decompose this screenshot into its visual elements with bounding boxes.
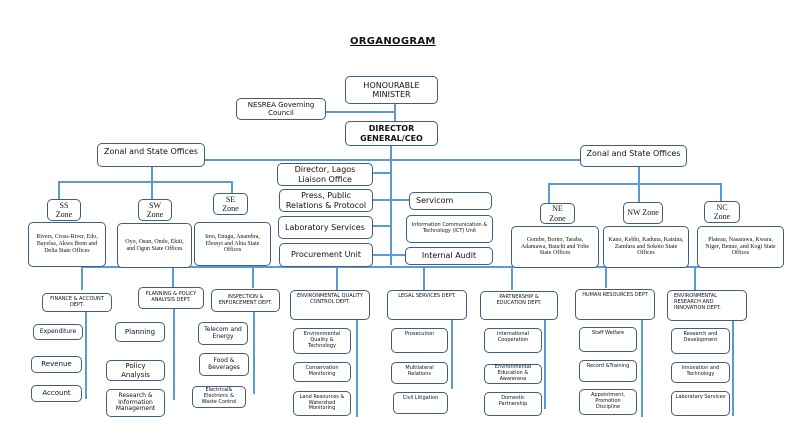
laboratory-services-box: Laboratory Services bbox=[278, 216, 373, 239]
unit-staff-welfare: Staff Welfare bbox=[579, 327, 637, 352]
zone-se: SE Zone bbox=[213, 193, 248, 215]
connector-line bbox=[694, 266, 696, 290]
connector-line bbox=[641, 319, 643, 417]
unit-telecom-energy: Telecom and Energy bbox=[198, 322, 248, 345]
dept-human-resources: HUMAN RESOURCES DEPT bbox=[575, 289, 655, 320]
connector-line bbox=[638, 166, 640, 183]
internal-audit-box: Internal Audit bbox=[405, 247, 493, 265]
zone-nw-states: Kano, Kebbi, Kaduna, Katsina, Zamfara an… bbox=[603, 226, 689, 268]
connector-line bbox=[85, 311, 87, 399]
unit-multilateral: Multilateral Relations bbox=[391, 362, 448, 384]
connector-line bbox=[151, 166, 153, 183]
zone-ne-states: Gombe, Borno, Taraba, Adamawa, Bauchi an… bbox=[511, 226, 599, 268]
connector-line bbox=[605, 266, 607, 288]
connector-line bbox=[173, 308, 175, 400]
zone-ss: SS Zone bbox=[47, 199, 81, 221]
connector-line bbox=[511, 266, 513, 290]
connector-line bbox=[423, 266, 425, 290]
connector-line bbox=[373, 199, 409, 201]
connector-line bbox=[81, 266, 719, 268]
dept-legal: LEGAL SERVICES DEPT. bbox=[387, 290, 467, 320]
page-title: ORGANOGRAM bbox=[350, 36, 436, 47]
connector-line bbox=[390, 145, 392, 265]
connector-line bbox=[373, 225, 391, 227]
unit-policy-analysis: Policy Analysis bbox=[106, 360, 165, 381]
unit-planning: Planning bbox=[115, 322, 165, 342]
zonal-offices-right: Zonal and State Offices bbox=[580, 145, 687, 167]
unit-env-quality-tech: Environmental Quality & Technology bbox=[293, 328, 351, 354]
unit-electrical-waste: Electrical& Electronic & Waste Control bbox=[192, 386, 246, 408]
zone-sw-states: Oyo, Osun, Ondo, Ekiti, and Ogun State O… bbox=[117, 223, 192, 268]
dept-environmental-research: ENVIRONMENTAL RESEARCH AND INNOVATION DE… bbox=[667, 290, 747, 321]
zone-nc-states: Plateau, Nasarawa, Kwara, Niger, Benue, … bbox=[697, 226, 784, 268]
unit-prosecution: Prosecution bbox=[391, 328, 448, 353]
unit-appointment-promotion: Appointment, Promotion Discipline bbox=[579, 389, 637, 415]
dept-planning: PLANNING & POLICY ANALYSIS DEPT. bbox=[138, 287, 204, 309]
governing-council-box: NESREA Governing Council bbox=[236, 98, 326, 120]
procurement-unit-box: Procurement Unit bbox=[279, 243, 373, 267]
zone-se-states: Imo, Enugu, Anambra, Ebonyi and Abia Sta… bbox=[194, 222, 271, 266]
unit-research-development: Research and Development bbox=[671, 328, 730, 354]
unit-civil-litigation: Civil Litigation bbox=[393, 392, 448, 414]
dept-finance: FINANCE & ACCOUNT DEPT. bbox=[42, 293, 112, 312]
connector-line bbox=[326, 111, 396, 113]
zone-nw: NW Zone bbox=[623, 202, 663, 224]
connector-line bbox=[336, 266, 338, 290]
connector-line bbox=[373, 172, 391, 174]
connector-line bbox=[373, 254, 405, 256]
unit-account: Account bbox=[31, 385, 82, 402]
lagos-liaison-box: Director, Lagos Liaison Office bbox=[277, 163, 373, 186]
connector-line bbox=[58, 181, 233, 183]
zone-nc: NC Zone bbox=[704, 201, 740, 223]
press-relations-box: Press, Public Relations & Protocol bbox=[279, 189, 373, 212]
director-general-box: DIRECTOR GENERAL/CEO bbox=[345, 121, 438, 146]
connector-line bbox=[205, 159, 580, 161]
connector-line bbox=[356, 319, 358, 417]
zone-sw: SW Zone bbox=[138, 199, 172, 221]
connector-line bbox=[231, 181, 233, 193]
unit-env-education: Environmental Education & Awareness bbox=[484, 364, 542, 384]
unit-expenditure: Expenditure bbox=[33, 324, 83, 340]
connector-line bbox=[451, 319, 453, 389]
unit-revenue: Revenue bbox=[31, 356, 82, 373]
unit-laboratary-services: Laboratary Services bbox=[671, 391, 730, 416]
unit-international-cooperation: International Cooperation bbox=[484, 328, 542, 353]
unit-domestic-partnership: Domestic Partnership bbox=[484, 392, 542, 416]
dept-inspection: INSPECTION & ENFORCEMENT DEPT. bbox=[211, 289, 280, 312]
zonal-offices-left: Zonal and State Offices bbox=[97, 143, 205, 167]
unit-food-beverages: Food & Beverages bbox=[199, 353, 249, 376]
dept-environmental-quality: ENVIRONMENTAL QUALITY CONTROL DEPT. bbox=[290, 290, 370, 320]
connector-line bbox=[544, 319, 546, 409]
connector-line bbox=[548, 183, 550, 203]
connector-line bbox=[253, 312, 255, 394]
unit-research-information: Research & Information Management bbox=[106, 389, 165, 417]
connector-line bbox=[732, 320, 734, 416]
ict-unit-box: Information Communication & Technology (… bbox=[406, 215, 493, 243]
connector-line bbox=[151, 181, 153, 199]
unit-record-training: Record &Training bbox=[579, 360, 637, 382]
connector-line bbox=[172, 266, 174, 288]
connector-line bbox=[252, 266, 254, 288]
dept-partnership: PARTNERSHIP & EDUCATION DEPT. bbox=[480, 291, 558, 320]
connector-line bbox=[548, 183, 722, 185]
unit-land-resources: Land Resources & Watershed Monitoring bbox=[293, 391, 351, 416]
unit-innovation-technology: Innovation and Technology bbox=[671, 362, 730, 383]
zone-ne: NE Zone bbox=[540, 203, 575, 224]
connector-line bbox=[81, 266, 83, 290]
minister-box: HONOURABLE MINISTER bbox=[345, 76, 438, 104]
servicom-box: Servicom bbox=[409, 192, 492, 210]
zone-ss-states: Rivers, Cross-River, Edo, Bayelsa, Akwa … bbox=[28, 222, 106, 267]
unit-conservation: Conservation Monitoring bbox=[293, 362, 351, 382]
connector-line bbox=[58, 181, 60, 199]
connector-line bbox=[638, 183, 640, 203]
connector-line bbox=[720, 183, 722, 201]
